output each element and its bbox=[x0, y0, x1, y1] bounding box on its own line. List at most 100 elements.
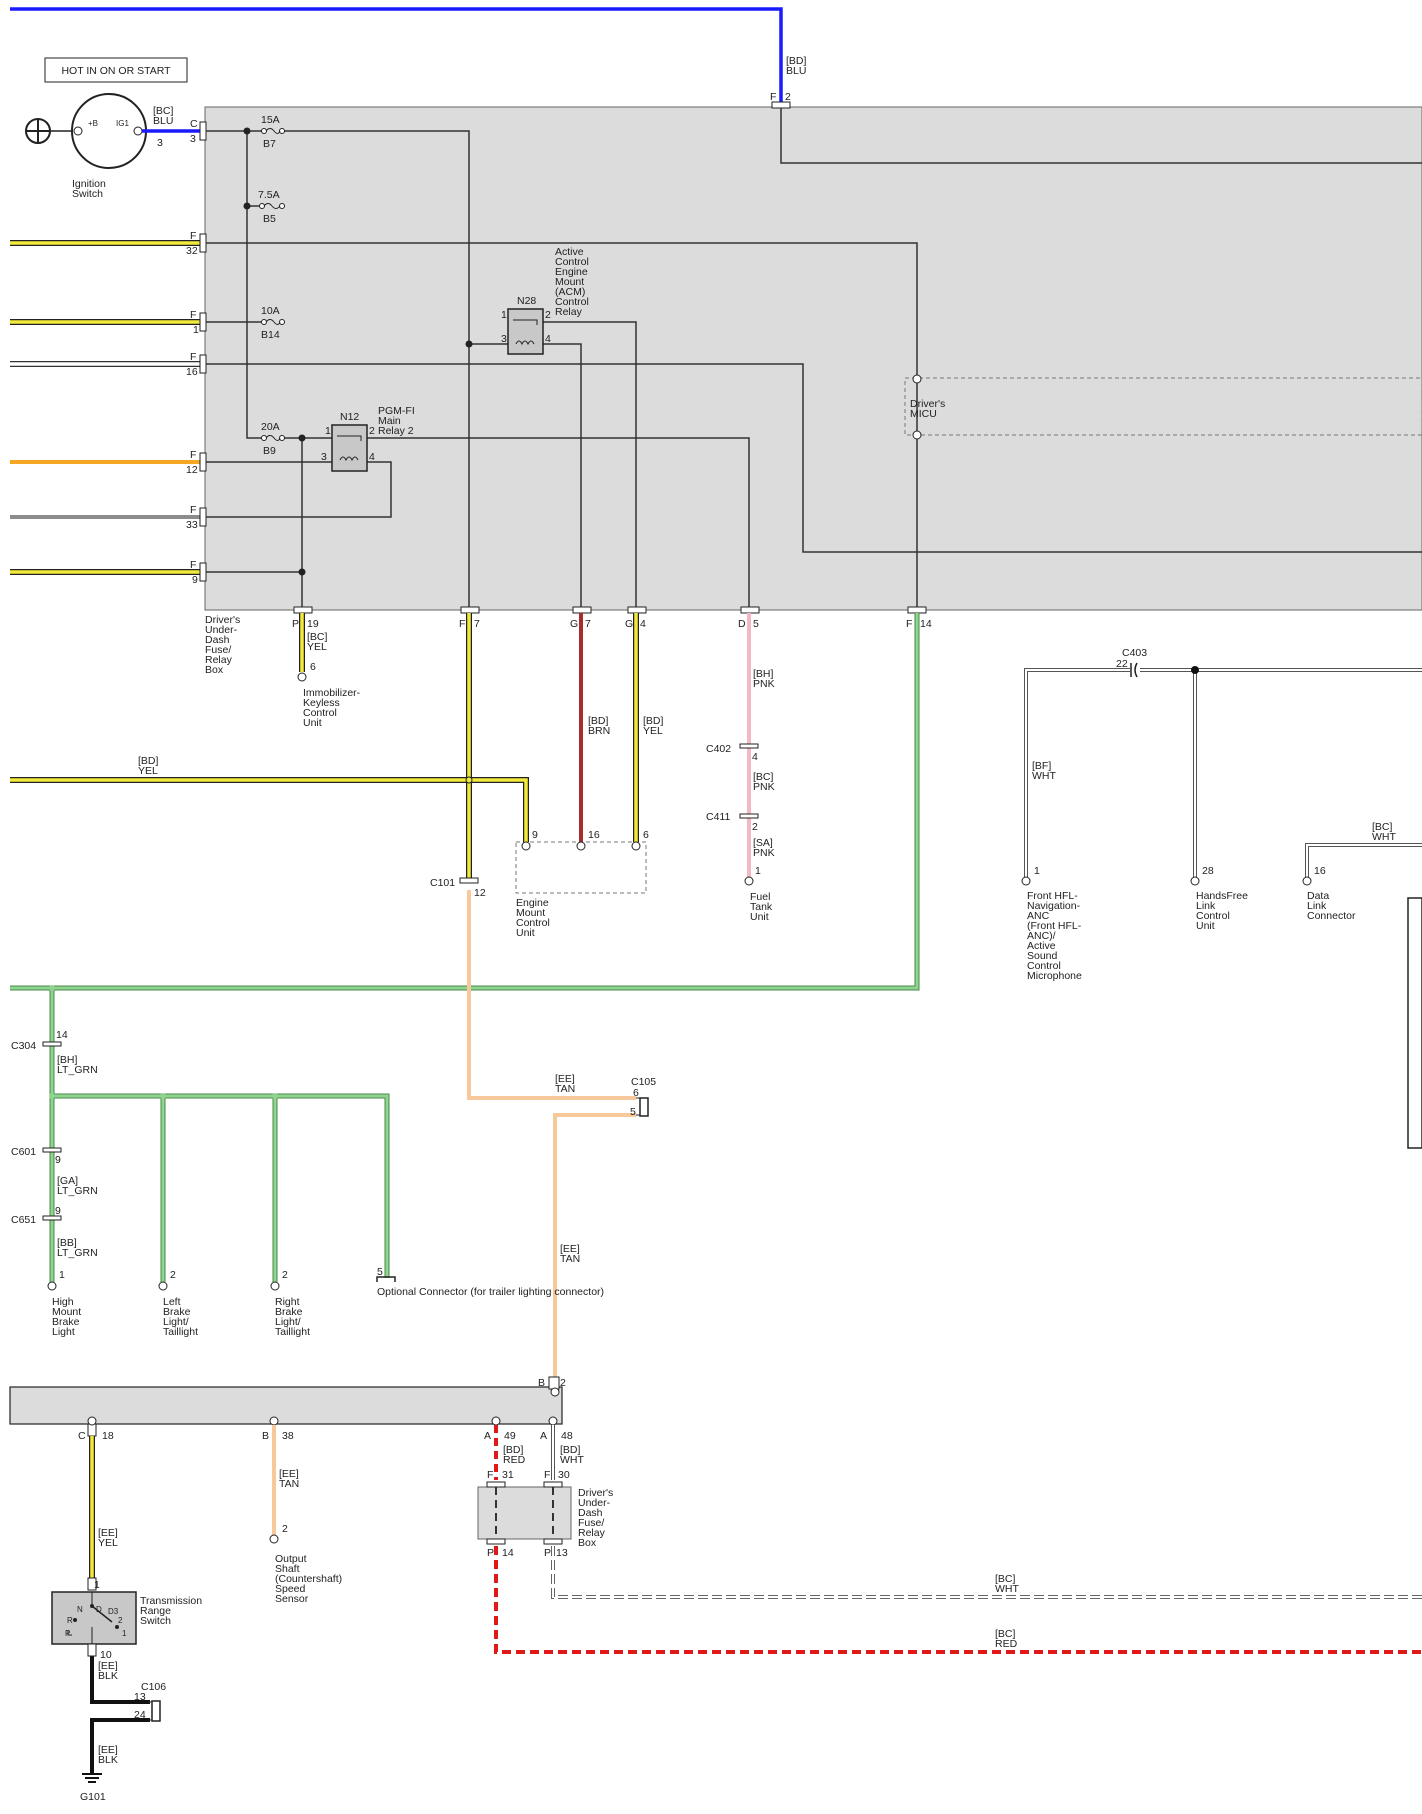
immobilizer-pin: 6 bbox=[310, 661, 316, 673]
w-n12-4-f33 bbox=[206, 461, 392, 518]
label-bd-blu: [BD]BLU bbox=[786, 55, 807, 77]
w-tan-1 bbox=[467, 890, 636, 1100]
dlc-pin-icon bbox=[1302, 876, 1312, 886]
ign-term-ig bbox=[133, 126, 143, 136]
jd-green-3 bbox=[160, 1093, 166, 1099]
c101-pin: 12 bbox=[474, 887, 486, 899]
lc-f1 bbox=[199, 312, 207, 332]
label-ee-tan: [EE]TAN bbox=[279, 1468, 299, 1490]
ign-b-label: +B bbox=[88, 119, 98, 128]
lbl-pin-icon bbox=[158, 1281, 168, 1291]
label-ee-blk2: [EE]BLK bbox=[98, 1744, 118, 1766]
pcm-b2-pin-icon bbox=[550, 1387, 560, 1397]
w-dlc bbox=[1306, 844, 1422, 877]
n28-p3: 3 bbox=[501, 333, 507, 345]
hot-label: HOT IN ON OR START bbox=[61, 65, 171, 77]
tan-w1: [EE]TAN bbox=[555, 1073, 575, 1095]
bc4-p: 5 bbox=[753, 618, 759, 630]
w-n12-2 bbox=[367, 437, 750, 610]
green-w1: [BH]LT_GRN bbox=[57, 1054, 98, 1076]
fuse-b5-icon bbox=[259, 203, 285, 209]
junction-dots bbox=[243, 127, 473, 576]
g101-name: G101 bbox=[80, 1791, 106, 1803]
w-bd-yel-l bbox=[10, 778, 528, 842]
c105-icon bbox=[636, 1097, 649, 1117]
fb2-f31-p: 31 bbox=[502, 1469, 514, 1481]
pcm-c18-conn: C bbox=[78, 1430, 86, 1442]
fuel-w2: [BC]PNK bbox=[753, 771, 775, 793]
pcm-a49-conn: A bbox=[484, 1430, 491, 1442]
fb2-p13-p: 13 bbox=[556, 1547, 568, 1559]
lc4-c: F bbox=[190, 449, 196, 461]
lc2-c: F bbox=[190, 309, 196, 321]
c403-icon bbox=[1130, 662, 1138, 678]
fb2-f31-c: F bbox=[487, 1469, 493, 1481]
fuse-b9-id: B9 bbox=[263, 445, 276, 457]
bc0-p: 19 bbox=[307, 618, 319, 630]
fuse-relay-box bbox=[204, 106, 1422, 611]
label-bd-wht: [BD]WHT bbox=[560, 1444, 584, 1466]
pcm-b2-icon bbox=[548, 1376, 560, 1390]
lower-section-wires bbox=[89, 1425, 1422, 1773]
trs-d: D bbox=[96, 1605, 102, 1614]
emcu-p16: 16 bbox=[588, 829, 600, 841]
w-green-main-o bbox=[10, 613, 920, 991]
c105-p6: 6 bbox=[633, 1087, 639, 1099]
bc-f14 bbox=[907, 606, 927, 614]
n12-p4: 4 bbox=[369, 451, 375, 463]
trs-d3: D3 bbox=[108, 1607, 119, 1616]
right-wires bbox=[1024, 668, 1422, 877]
wire-bd-blu-top bbox=[10, 7, 783, 104]
fuse-b14-amp: 10A bbox=[261, 305, 280, 317]
c411-pin: 2 bbox=[752, 821, 758, 833]
fb2-f30-c: F bbox=[544, 1469, 550, 1481]
bc-g4 bbox=[627, 606, 647, 614]
lc5-p: 33 bbox=[186, 519, 198, 531]
c304-pin: 14 bbox=[56, 1029, 68, 1041]
c411-name: C411 bbox=[706, 811, 730, 823]
bc4-c: D bbox=[738, 618, 746, 630]
fb2-p14-c: P bbox=[487, 1547, 494, 1559]
n28-p4: 4 bbox=[545, 333, 551, 345]
jd4 bbox=[465, 340, 473, 348]
label-bc-red: [BC]RED bbox=[995, 1628, 1018, 1650]
fuse-box-lower bbox=[477, 1486, 572, 1540]
rbl-pin: 2 bbox=[282, 1269, 288, 1281]
label-bd-yel: [BD]YEL bbox=[643, 715, 664, 737]
left-wires bbox=[10, 240, 203, 575]
fuse-b9-amp: 20A bbox=[261, 421, 280, 433]
emcu-pin9-icon bbox=[521, 841, 531, 851]
c105-p5: 5 bbox=[630, 1106, 636, 1118]
w-bd-yel-l-o bbox=[10, 777, 529, 842]
green-w3: [BB]LT_GRN bbox=[57, 1237, 98, 1259]
lc4-p: 12 bbox=[186, 464, 198, 476]
pcm-b38-pin bbox=[269, 1416, 279, 1426]
fuse-b5-id: B5 bbox=[263, 213, 276, 225]
internal-wiring bbox=[206, 130, 1422, 610]
rbl-pin-icon bbox=[270, 1281, 280, 1291]
c106-p24: 24 bbox=[134, 1709, 146, 1721]
hmbl-pin: 1 bbox=[59, 1269, 65, 1281]
green-wires bbox=[49, 988, 390, 1282]
pcm-a48-num: 48 bbox=[561, 1430, 573, 1442]
right-device-edge bbox=[1407, 897, 1422, 1149]
lc-f16 bbox=[199, 354, 207, 374]
c402-name: C402 bbox=[706, 743, 731, 755]
fuse-b7-id: B7 bbox=[263, 138, 276, 150]
w-n28-2 bbox=[543, 321, 637, 610]
lower-wires bbox=[10, 613, 920, 1380]
w-b7 bbox=[284, 130, 470, 610]
handsfree-pin-icon bbox=[1190, 876, 1200, 886]
fb2-p14-p: 14 bbox=[502, 1547, 514, 1559]
c402-icon bbox=[739, 743, 759, 749]
lc-f33 bbox=[199, 507, 207, 527]
